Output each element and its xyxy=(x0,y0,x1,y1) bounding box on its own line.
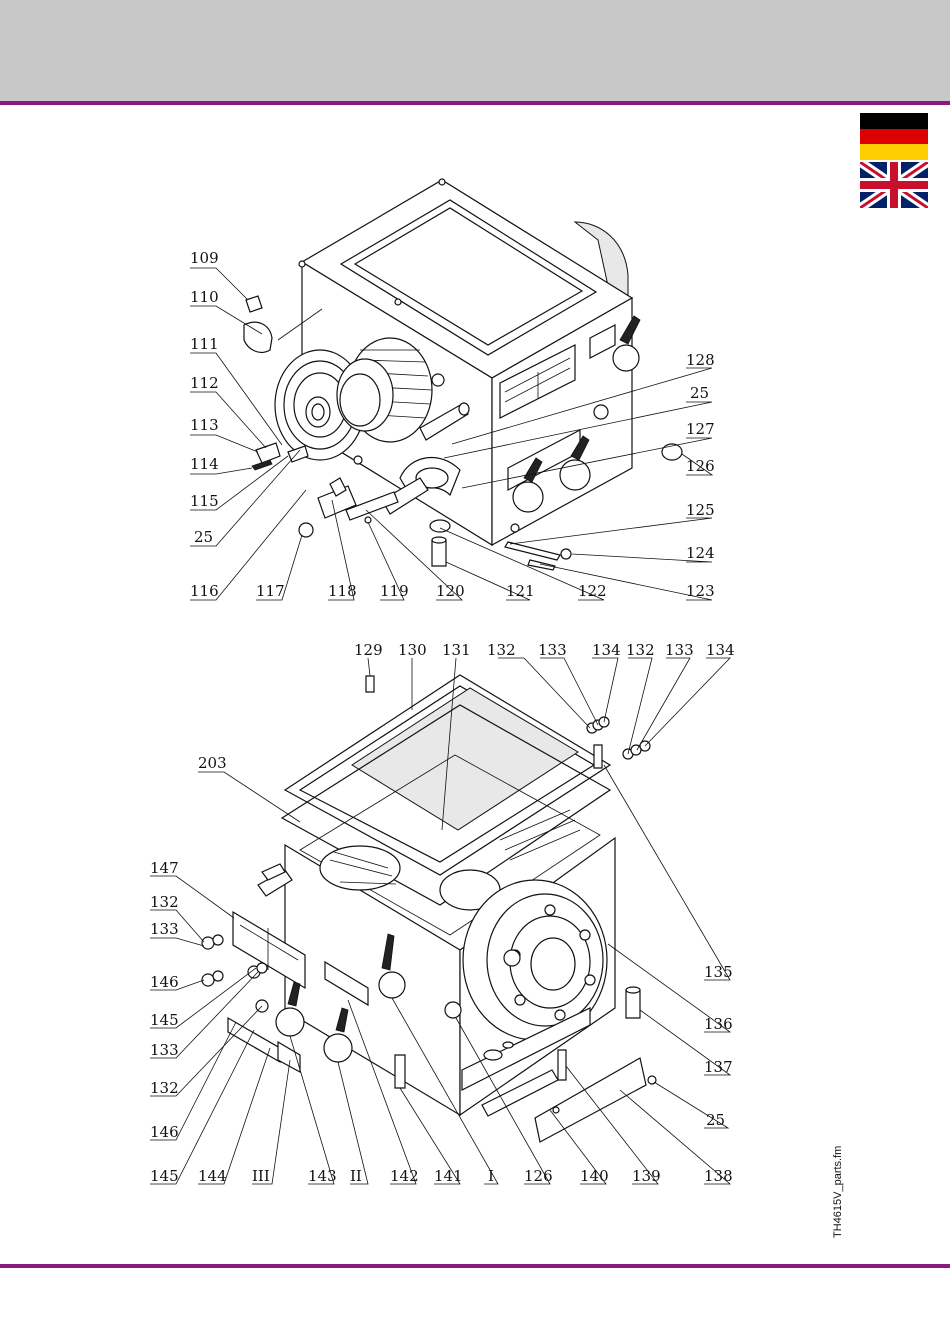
callout-145-b: 145 xyxy=(150,1167,179,1185)
callout-128: 128 xyxy=(686,351,715,369)
callout-116: 116 xyxy=(190,582,219,600)
callout-134: 134 xyxy=(592,641,621,659)
callout-138: 138 xyxy=(704,1167,733,1185)
callout-145: 145 xyxy=(150,1011,179,1029)
callout-130: 130 xyxy=(398,641,427,659)
headstock-exterior-drawing xyxy=(244,179,682,570)
callout-132-c: 132 xyxy=(150,893,179,911)
callout-120: 120 xyxy=(436,582,465,600)
callout-135: 135 xyxy=(704,963,733,981)
callout-133-d: 133 xyxy=(150,1041,179,1059)
callout-140: 140 xyxy=(580,1167,609,1185)
callout-133-c: 133 xyxy=(150,920,179,938)
callout-134-b: 134 xyxy=(706,641,735,659)
callout-123: 123 xyxy=(686,582,715,600)
callout-203: 203 xyxy=(198,754,227,772)
callout-132-b: 132 xyxy=(626,641,655,659)
callout-126: 126 xyxy=(686,457,715,475)
callout-132: 132 xyxy=(487,641,516,659)
callout-141: 141 xyxy=(434,1167,463,1185)
callout-147: 147 xyxy=(150,859,179,877)
callout-117: 117 xyxy=(256,582,285,600)
callout-115: 115 xyxy=(190,492,219,510)
callout-II: II xyxy=(350,1167,362,1185)
callout-139: 139 xyxy=(632,1167,661,1185)
callout-132-d: 132 xyxy=(150,1079,179,1097)
callout-118: 118 xyxy=(328,582,357,600)
callout-126-b: 126 xyxy=(524,1167,553,1185)
callout-136: 136 xyxy=(704,1015,733,1033)
callout-127: 127 xyxy=(686,420,715,438)
callout-119: 119 xyxy=(380,582,409,600)
callout-112: 112 xyxy=(190,374,219,392)
callout-133: 133 xyxy=(538,641,567,659)
callout-114: 114 xyxy=(190,455,219,473)
headstock-interior-drawing xyxy=(202,675,656,1142)
callout-144: 144 xyxy=(198,1167,227,1185)
callout-25-c: 25 xyxy=(706,1111,725,1129)
callout-25: 25 xyxy=(194,528,213,546)
callout-131: 131 xyxy=(442,641,471,659)
callout-25-b: 25 xyxy=(690,384,709,402)
callout-142: 142 xyxy=(390,1167,419,1185)
callout-133-b: 133 xyxy=(665,641,694,659)
callout-129: 129 xyxy=(354,641,383,659)
callout-137: 137 xyxy=(704,1058,733,1076)
callout-124: 124 xyxy=(686,544,715,562)
callout-146-b: 146 xyxy=(150,1123,179,1141)
callout-113: 113 xyxy=(190,416,219,434)
callout-111: 111 xyxy=(190,335,219,353)
footer-accent-line xyxy=(0,1264,950,1268)
callout-143: 143 xyxy=(308,1167,337,1185)
callout-125: 125 xyxy=(686,501,715,519)
file-name-note: TH4615V_parts.fm xyxy=(832,1146,844,1238)
callout-III: III xyxy=(252,1167,270,1185)
callout-I: I xyxy=(488,1167,494,1185)
callout-110: 110 xyxy=(190,288,219,306)
callout-109: 109 xyxy=(190,249,219,267)
callout-121: 121 xyxy=(506,582,535,600)
callout-146: 146 xyxy=(150,973,179,991)
callout-122: 122 xyxy=(578,582,607,600)
